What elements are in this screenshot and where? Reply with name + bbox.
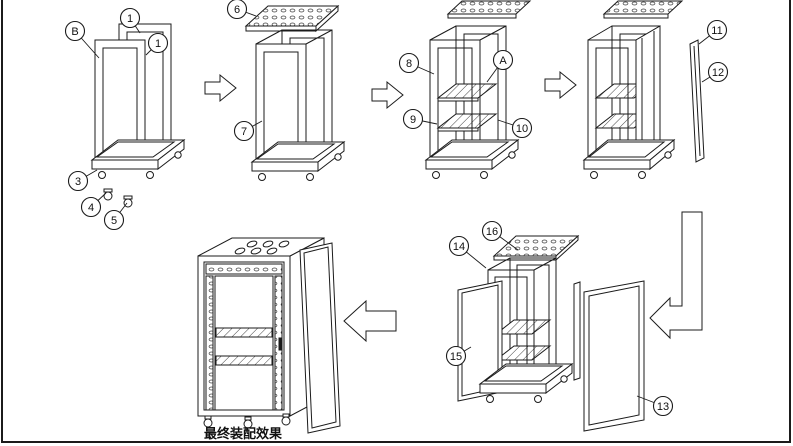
- top-cover: [602, 0, 684, 19]
- callout-circle: [80, 196, 102, 218]
- callout-circle: [511, 117, 533, 139]
- callout-8: 8: [398, 52, 435, 75]
- callout-label: 3: [75, 176, 81, 188]
- right-door-panel: [583, 280, 645, 432]
- callout-circle: [402, 108, 424, 130]
- callout-10: 10: [497, 117, 533, 139]
- callout-label: 1: [155, 38, 161, 50]
- callout-circle: [226, 0, 248, 20]
- callout-label: B: [71, 26, 78, 38]
- shelf-tray: [436, 83, 498, 99]
- callout-label: 13: [657, 401, 669, 413]
- base-plate: [582, 138, 676, 179]
- callout-circle: [652, 395, 674, 417]
- callout-1: 1: [119, 7, 141, 34]
- stage1-frames-and-base-figure: [90, 23, 186, 208]
- callout-circle: [64, 20, 86, 42]
- callout-16: 16: [481, 220, 519, 251]
- callout-label: 15: [450, 351, 462, 363]
- cabinet-front-door: [197, 255, 291, 417]
- flow-arrow-down-left-icon: [649, 211, 703, 340]
- callout-label: 1: [127, 13, 133, 25]
- base-plate: [250, 140, 346, 181]
- top-cover: [244, 4, 340, 33]
- callout-3: 3: [67, 169, 98, 192]
- callout-label: 5: [111, 215, 117, 227]
- callout-label: 16: [486, 226, 498, 238]
- callout-circle: [707, 61, 729, 83]
- callout-label: 10: [516, 123, 528, 135]
- callout-circle: [492, 49, 514, 71]
- callout-B: B: [64, 20, 100, 59]
- callout-circle: [481, 220, 503, 242]
- callout-9: 9: [402, 108, 438, 130]
- callout-label: 4: [88, 202, 94, 214]
- callout-6: 6: [226, 0, 257, 20]
- callout-label: A: [499, 55, 507, 67]
- base-plate: [90, 138, 186, 179]
- callout-13: 13: [636, 395, 674, 417]
- callout-1: 1: [145, 32, 169, 56]
- stage4-side-panel-figure: [582, 0, 705, 179]
- final-cabinet-figure: [197, 237, 341, 434]
- door-handle: [278, 337, 283, 351]
- shelf-tray: [215, 355, 273, 366]
- callout-15: 15: [445, 345, 472, 367]
- flow-arrow-right-icon: [204, 73, 237, 103]
- stage3-shelves-figure: [424, 0, 532, 179]
- shelf-tray: [436, 113, 498, 129]
- base-plate: [478, 362, 574, 403]
- callout-circle: [448, 235, 470, 257]
- callout-circle: [398, 52, 420, 74]
- callout-label: 12: [712, 67, 724, 79]
- stage2-assembled-frame-figure: [244, 4, 346, 181]
- callout-label: 9: [410, 114, 416, 126]
- callout-7: 7: [233, 120, 263, 142]
- flow-arrow-right-icon: [371, 80, 404, 110]
- shelf-tray: [494, 345, 552, 361]
- top-cover: [492, 234, 580, 262]
- callout-circle: [706, 19, 728, 41]
- callout-circle: [103, 209, 125, 231]
- callout-circle: [119, 7, 141, 29]
- exploded-panels-figure: [457, 234, 645, 432]
- callout-label: 14: [453, 241, 465, 253]
- open-door-panel: [299, 242, 341, 434]
- callout-circle: [233, 120, 255, 142]
- callout-14: 14: [448, 235, 487, 269]
- callout-circle: [147, 32, 169, 54]
- flow-arrow-left-icon: [343, 299, 397, 343]
- callout-label: 6: [234, 4, 240, 16]
- caster-wheel: [203, 413, 291, 429]
- top-cover: [446, 0, 532, 19]
- callout-4: 4: [80, 192, 107, 218]
- base-plate: [424, 138, 520, 179]
- flow-arrow-right-icon: [544, 70, 577, 100]
- caster-wheel: [103, 188, 113, 201]
- callout-label: 11: [711, 25, 722, 37]
- callout-circle: [445, 345, 467, 367]
- rear-strip-panel: [573, 281, 581, 381]
- callout-11: 11: [698, 19, 728, 45]
- shelf-tray: [494, 319, 552, 335]
- callout-A: A: [486, 49, 514, 83]
- callout-12: 12: [701, 61, 729, 83]
- callout-5: 5: [103, 202, 128, 231]
- final-assembly-caption: 最终装配效果: [204, 426, 282, 441]
- shelf-tray: [215, 327, 273, 338]
- loose-side-panel: [689, 39, 705, 163]
- callout-circle: [67, 170, 89, 192]
- callout-label: 8: [406, 58, 412, 70]
- callout-label: 7: [241, 126, 247, 138]
